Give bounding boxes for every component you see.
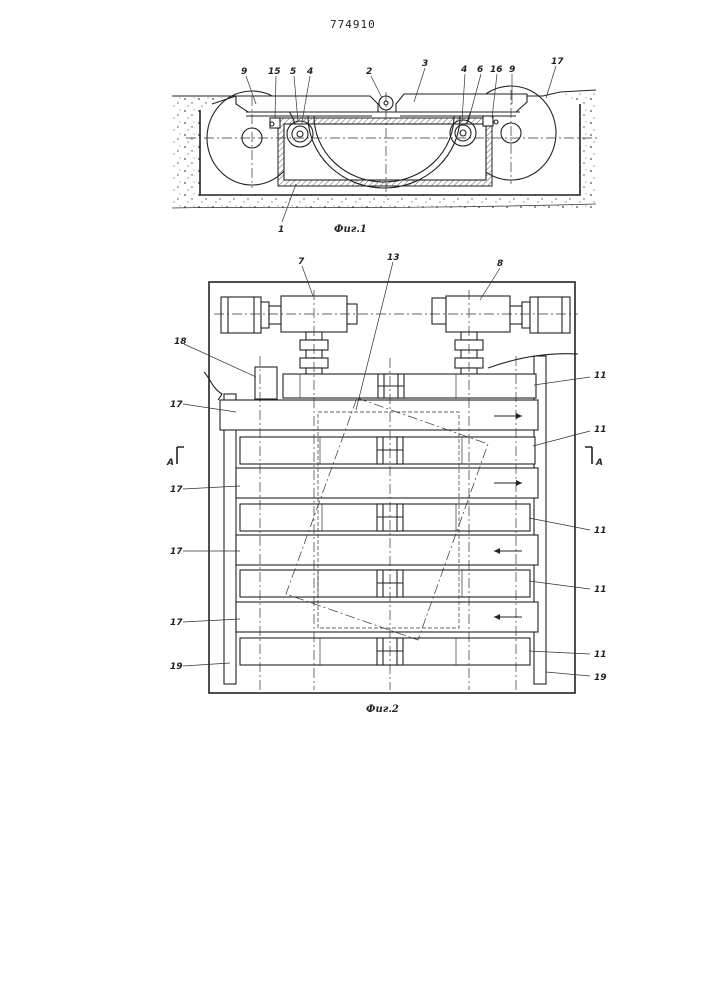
label-13: 13 <box>387 253 400 263</box>
label-11-a: 11 <box>594 371 607 381</box>
side-rail-left <box>224 394 236 684</box>
label-16: 16 <box>490 65 503 75</box>
label-19-right: 19 <box>594 673 607 683</box>
drive-unit-7 <box>221 296 357 374</box>
label-4-right: 4 <box>460 65 467 75</box>
lane-17-c <box>236 535 538 565</box>
label-4-left: 4 <box>306 67 313 77</box>
lane-17-b <box>236 468 538 498</box>
figure-2-caption: Фиг.2 <box>366 704 399 715</box>
label-17: 17 <box>551 57 564 67</box>
label-17-b: 17 <box>170 485 183 495</box>
unit-18 <box>255 367 277 399</box>
section-marker-right: A <box>585 447 603 468</box>
patent-number: 774910 <box>330 18 376 31</box>
label-17-d: 17 <box>170 618 183 628</box>
label-3: 3 <box>422 59 428 69</box>
label-9-left: 9 <box>241 67 247 77</box>
label-11-b: 11 <box>594 425 607 435</box>
drive-unit-8 <box>432 296 570 374</box>
label-7: 7 <box>298 257 305 267</box>
label-11-e: 11 <box>594 650 607 660</box>
label-17-c: 17 <box>170 547 183 557</box>
svg-text:A: A <box>595 458 603 468</box>
svg-text:A: A <box>166 458 174 468</box>
label-1: 1 <box>278 225 284 235</box>
label-18: 18 <box>174 337 187 347</box>
figure-2: A A 7 13 8 18 17 17 17 17 19 11 11 11 <box>166 253 607 715</box>
lane-17-d <box>236 602 538 632</box>
figure-1: 9 15 5 4 2 3 4 6 16 9 17 1 Фиг.1 <box>172 57 600 235</box>
figure-1-caption: Фиг.1 <box>334 224 367 235</box>
housing-inner <box>284 124 486 180</box>
label-19-left: 19 <box>170 662 183 672</box>
platform-left <box>236 96 378 112</box>
label-5: 5 <box>290 67 296 77</box>
beam-11-a <box>283 374 536 398</box>
section-marker-left: A <box>166 447 184 468</box>
label-17-a: 17 <box>170 400 183 410</box>
label-11-c: 11 <box>594 526 607 536</box>
label-2: 2 <box>366 67 372 77</box>
label-11-d: 11 <box>594 585 607 595</box>
label-8: 8 <box>497 259 503 269</box>
lane-17-a <box>220 400 538 430</box>
label-9-right: 9 <box>509 65 515 75</box>
label-15: 15 <box>268 67 281 77</box>
label-6: 6 <box>477 65 483 75</box>
bracket-16 <box>483 116 493 126</box>
